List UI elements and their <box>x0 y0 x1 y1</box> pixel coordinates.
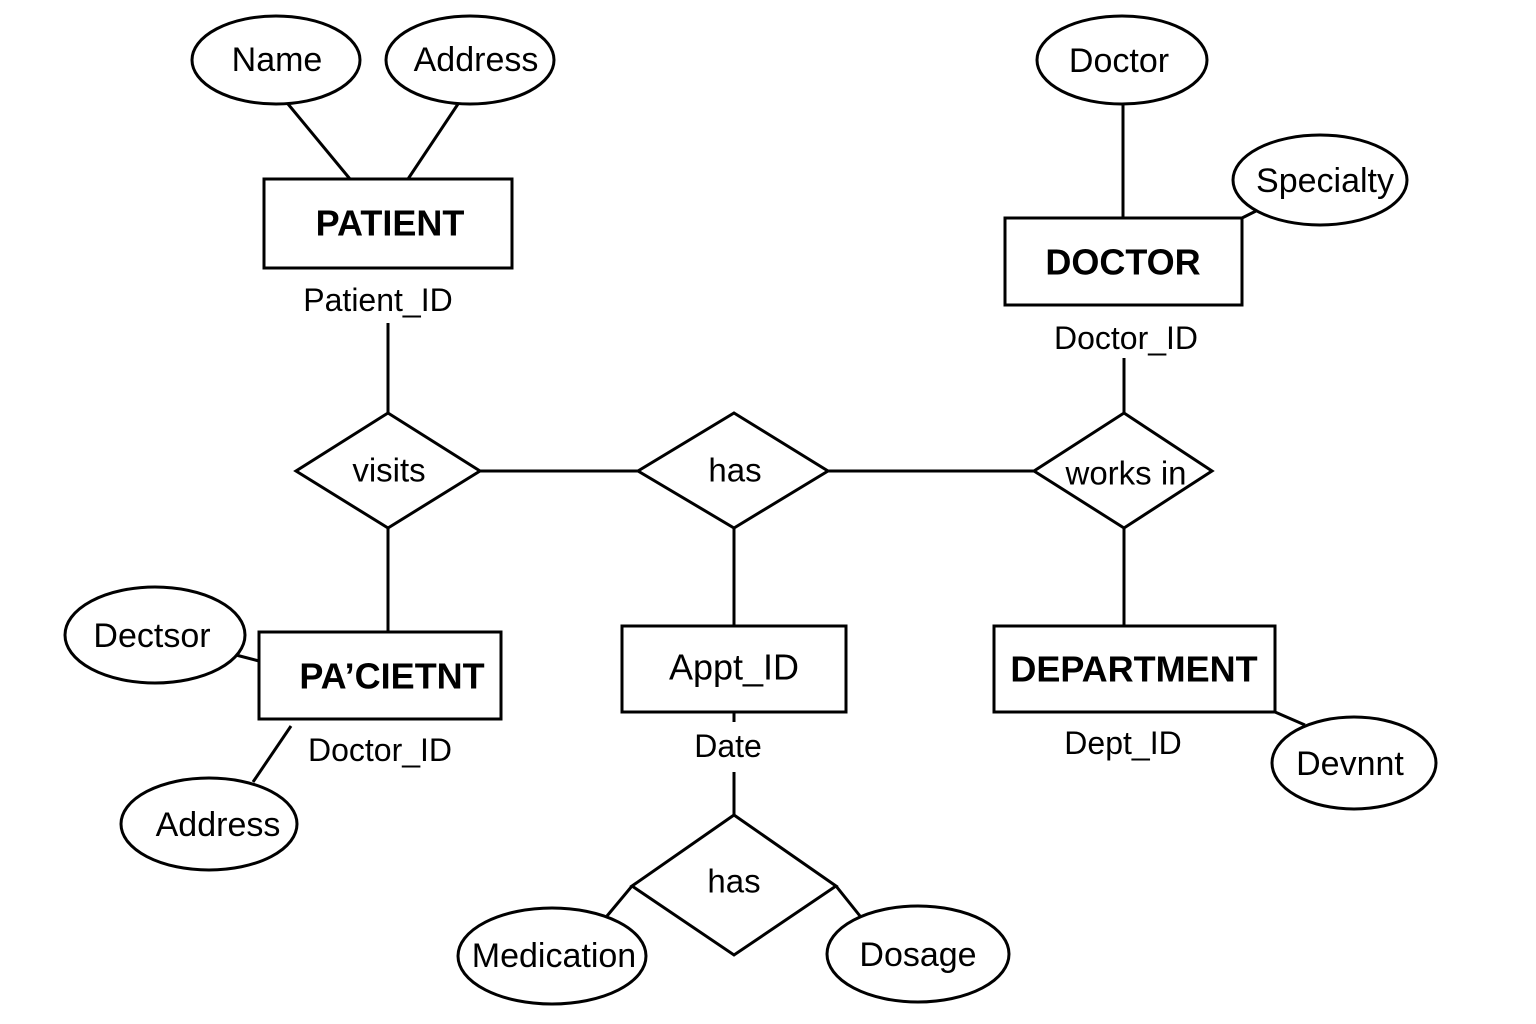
entity-appt: Appt_ID <box>620 624 848 714</box>
attribute-pacietnt-dectsor-label: Dectsor <box>93 617 210 655</box>
entity-patient-label: PATIENT <box>316 203 465 244</box>
line-name-patient <box>286 103 352 180</box>
entity-doctor-label: DOCTOR <box>1045 242 1200 283</box>
attribute-patient-name-label: Name <box>232 41 323 79</box>
entity-pacietnt-label: PA’CIETNT <box>299 656 484 697</box>
line-has-medication <box>605 885 634 917</box>
relationship-works-in: works in <box>1031 411 1215 530</box>
attribute-doctor-specialty-label: Specialty <box>1256 162 1394 200</box>
line-address-pacietnt <box>251 725 293 783</box>
attribute-dosage: Dosage <box>825 904 1011 1004</box>
key-patient-id: Patient_ID <box>303 282 452 318</box>
connector-lines <box>235 103 1306 917</box>
relationship-has-center-label: has <box>708 452 761 489</box>
attribute-pacietnt-address-label: Address <box>156 806 281 844</box>
attribute-doctor-specialty: Specialty <box>1231 133 1409 227</box>
relationship-works-in-label: works in <box>1064 455 1186 492</box>
relationship-has-bottom-label: has <box>707 863 760 900</box>
attribute-department-devnnt: Devnnt <box>1270 715 1438 811</box>
key-date: Date <box>694 728 762 764</box>
relationship-has-center: has <box>635 411 831 530</box>
line-dectsor-pacietnt <box>235 653 260 663</box>
attribute-department-devnnt-label: Devnnt <box>1296 745 1404 783</box>
attribute-pacietnt-address: Address <box>119 776 299 872</box>
line-has-dosage <box>834 885 862 917</box>
attribute-patient-address: Address <box>384 14 556 106</box>
key-doctor-id: Doctor_ID <box>1054 320 1198 356</box>
relationship-has-bottom: has <box>629 813 839 957</box>
attribute-doctor-doctor-label: Doctor <box>1069 42 1169 80</box>
entity-doctor: DOCTOR <box>1003 216 1244 307</box>
attribute-medication: Medication <box>456 906 648 1006</box>
entity-appt-label: Appt_ID <box>669 647 799 688</box>
attribute-patient-name: Name <box>190 14 362 106</box>
line-department-devnnt <box>1274 710 1306 727</box>
key-pacietnt-doctor-id: Doctor_ID <box>308 732 452 768</box>
entity-department: DEPARTMENT <box>992 624 1277 714</box>
attribute-patient-address-label: Address <box>414 41 539 79</box>
attribute-dosage-label: Dosage <box>859 936 976 974</box>
attribute-doctor-doctor: Doctor <box>1035 14 1209 106</box>
key-dept-id: Dept_ID <box>1064 725 1181 761</box>
attribute-pacietnt-dectsor: Dectsor <box>63 585 247 685</box>
entity-pacietnt: PA’CIETNT <box>257 630 503 721</box>
relationship-visits-label: visits <box>352 452 425 489</box>
relationship-visits: visits <box>293 411 483 530</box>
entity-department-label: DEPARTMENT <box>1010 649 1257 690</box>
entity-patient: PATIENT <box>262 177 514 270</box>
line-address-patient <box>406 103 460 180</box>
attribute-medication-label: Medication <box>472 937 636 975</box>
